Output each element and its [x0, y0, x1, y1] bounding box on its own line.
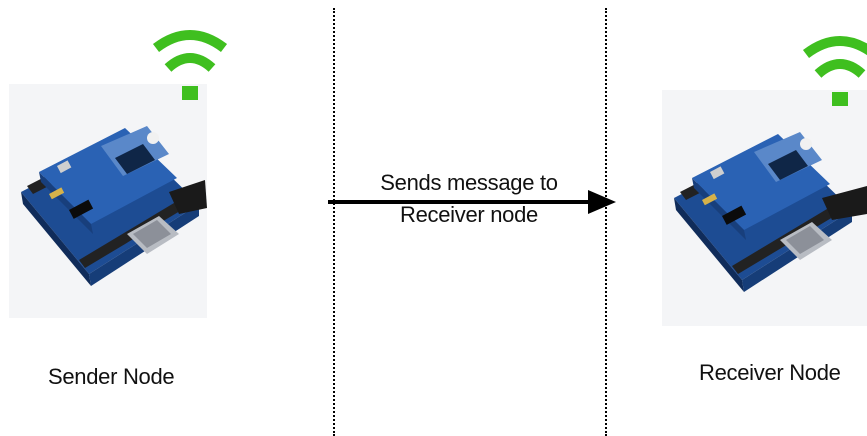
message-line-1: Sends message to	[380, 170, 558, 195]
message-label: Sends message to Receiver node	[325, 168, 613, 230]
right-divider	[605, 8, 607, 436]
sender-board-image	[9, 84, 207, 318]
left-divider	[333, 8, 335, 436]
receiver-node-label: Receiver Node	[699, 360, 841, 385]
sender-wifi-icon	[152, 30, 228, 100]
receiver-wifi-icon	[802, 36, 867, 106]
message-arrow	[328, 190, 616, 214]
receiver-board-image	[662, 90, 867, 326]
arrow-head-icon	[588, 190, 616, 214]
message-line-2: Receiver node	[400, 202, 538, 227]
sender-node-label: Sender Node	[48, 364, 175, 389]
